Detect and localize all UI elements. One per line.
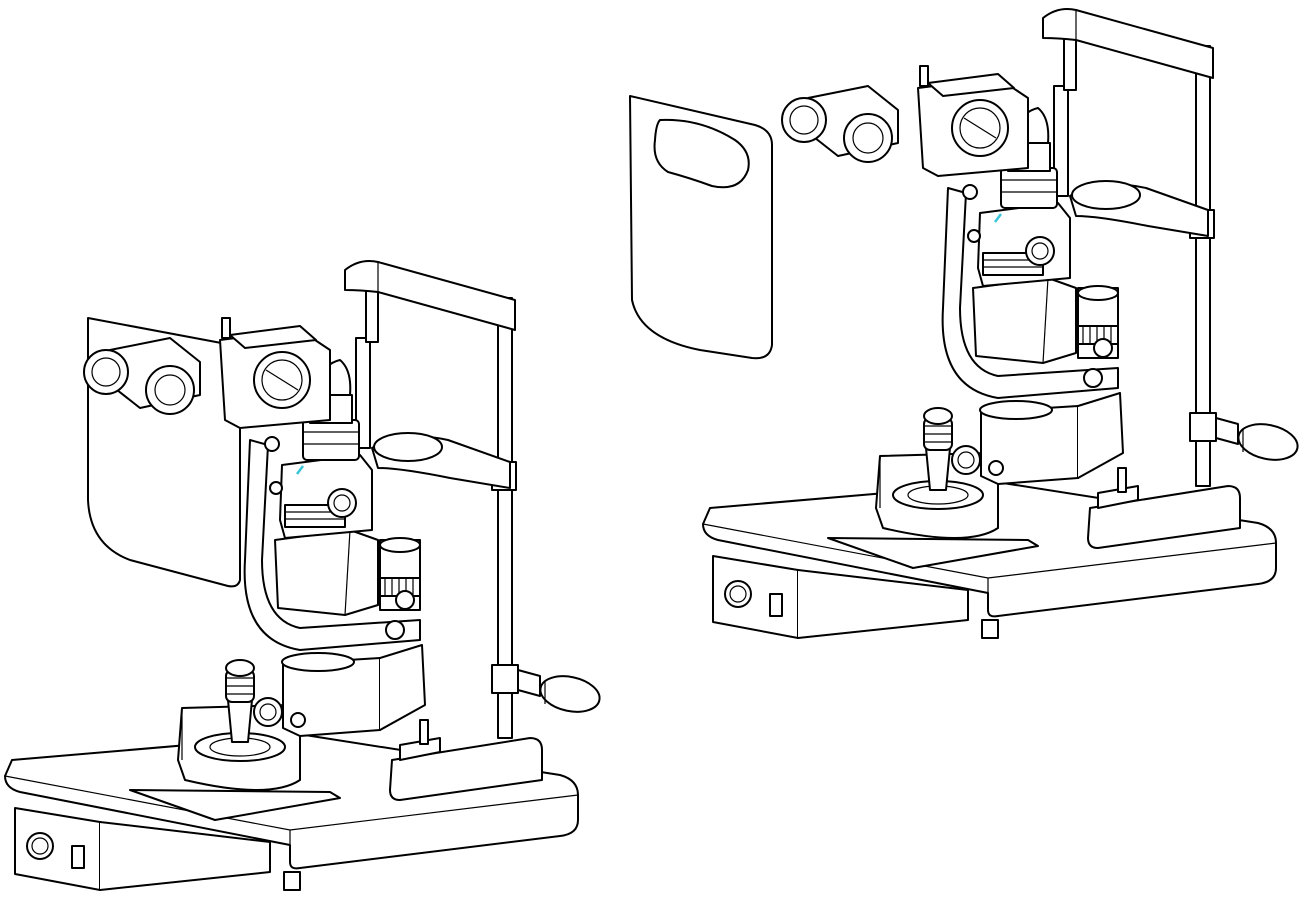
breath-shield-detached bbox=[629, 95, 773, 360]
shield-cutout bbox=[653, 118, 750, 189]
view-left bbox=[3, 259, 605, 892]
slit-lamp-left bbox=[3, 259, 605, 892]
view-right bbox=[701, 7, 1301, 640]
slit-lamp-right bbox=[701, 7, 1301, 640]
